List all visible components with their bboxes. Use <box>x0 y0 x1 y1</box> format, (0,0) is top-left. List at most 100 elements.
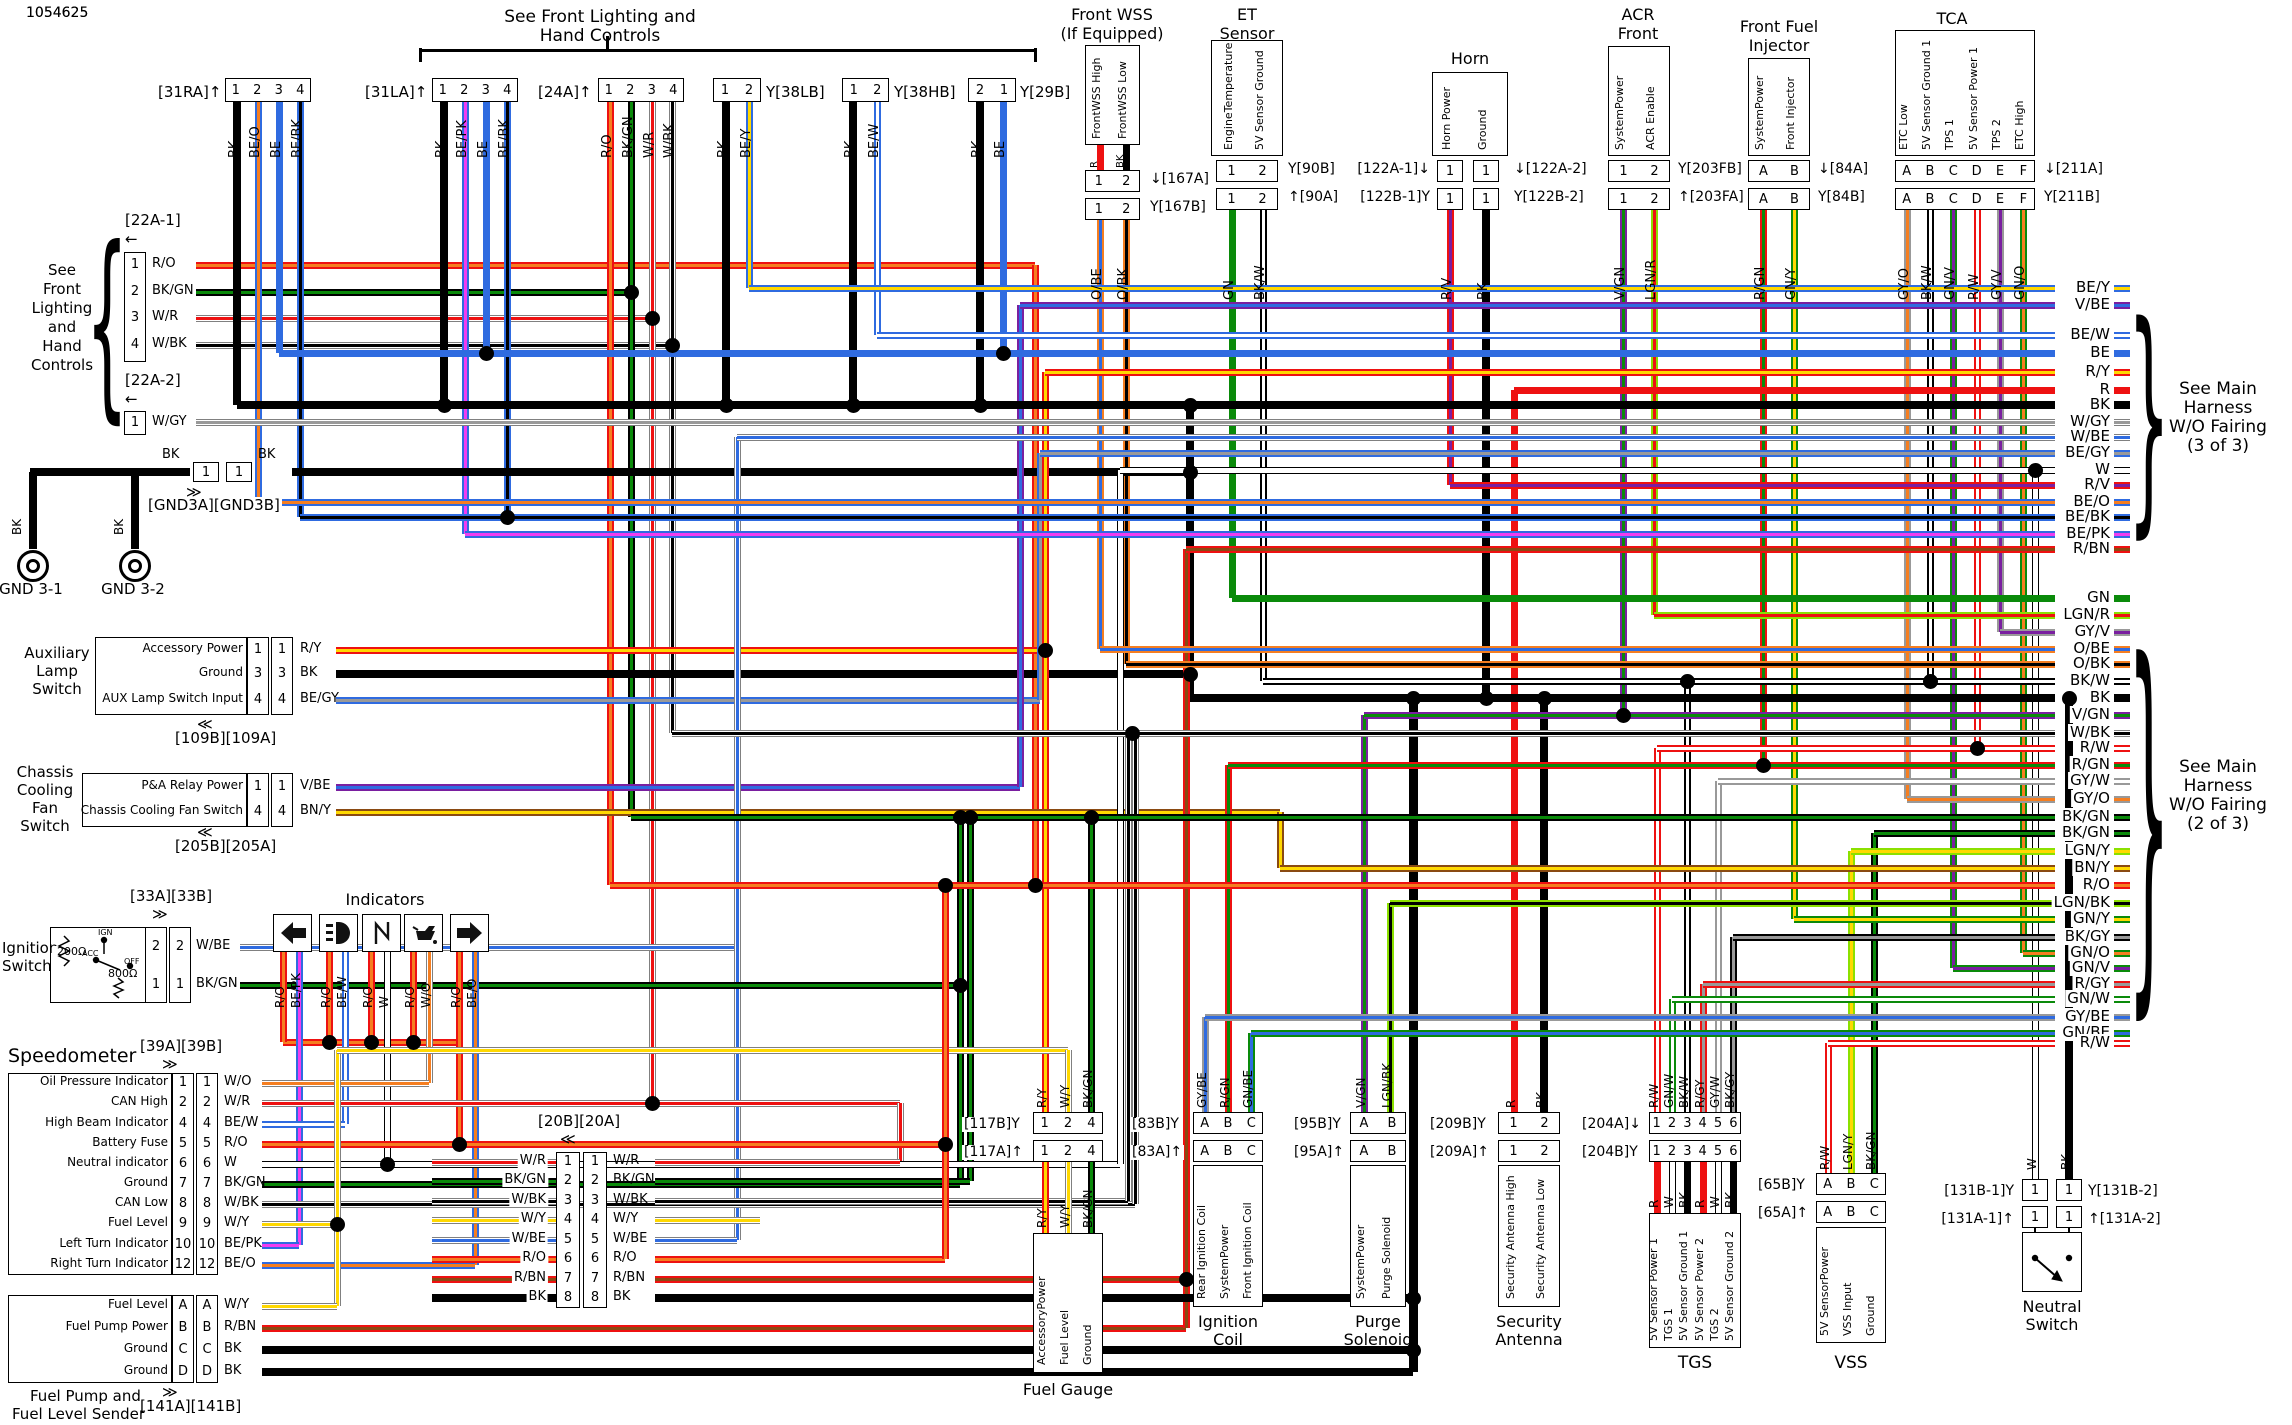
label: Neutral <box>2022 1297 2082 1316</box>
pin-number: 1 <box>1481 163 1491 179</box>
pin-number: 3 <box>1683 1143 1692 1159</box>
label: Chassis <box>16 763 74 781</box>
wire-r-gn <box>1228 761 2055 769</box>
label: [GND3A][GND3B] <box>146 496 282 514</box>
pin-number: 4 <box>253 692 263 707</box>
wire-code-left: BK/GN <box>502 1172 548 1188</box>
wire-be <box>279 349 2055 357</box>
pin-number: E <box>1995 163 2005 179</box>
wire-code-gn-y: GN/Y <box>2070 909 2112 927</box>
label: Y[84B] <box>1816 189 1867 206</box>
label: FrontWSS Low <box>1116 61 1129 139</box>
wire-w-o <box>262 1079 429 1087</box>
wire-w-be <box>655 1236 737 1244</box>
junction-dot <box>952 977 968 993</box>
pin-function-label: AUX Lamp Switch Input <box>102 691 243 705</box>
horn-box <box>1432 72 1508 156</box>
connector-204b <box>1649 1140 1741 1162</box>
wire-o-bk <box>2114 660 2130 668</box>
auxiliary-lamp-switch <box>95 637 247 715</box>
label: Fuel Level Sender <box>12 1405 146 1423</box>
wire-be <box>999 102 1007 353</box>
connector-84b <box>1748 188 1810 210</box>
pin-function-label: Left Turn Indicator <box>59 1236 168 1250</box>
wire-r-o <box>610 881 2055 889</box>
junction-dot <box>1478 690 1494 706</box>
wire-gn-be <box>1247 1033 1255 1112</box>
wire-be-w <box>2114 331 2130 339</box>
label: BK <box>1534 1091 1548 1108</box>
pin-number: 2 <box>1650 191 1659 207</box>
label: [117B]Y <box>962 1116 1022 1133</box>
label: BE/BK <box>497 119 512 158</box>
neutral-icon <box>362 914 401 952</box>
label: ≪ <box>197 823 213 841</box>
front-controls-brace: { <box>86 206 128 443</box>
wire-gn-v <box>2114 964 2130 972</box>
wire-r-o <box>325 950 333 1042</box>
wire-code-o-bk: O/BK <box>2071 654 2112 672</box>
label: [117A]↑ <box>962 1144 1025 1161</box>
pin-number: 4 <box>1087 1115 1096 1131</box>
pin-number: 1 <box>175 977 185 992</box>
wire-code-be-bk: BE/BK <box>2063 507 2112 525</box>
pin-number: 1 <box>438 82 447 98</box>
junction-dot <box>1969 740 1985 756</box>
junction-dot <box>718 397 734 413</box>
wire-code: W/R <box>613 1153 640 1168</box>
pin-number: F <box>2019 163 2028 179</box>
label: BK <box>434 140 449 158</box>
wire-lgn-y <box>2114 847 2130 855</box>
pin-number: D <box>1971 163 1982 179</box>
pin-number: 2 <box>744 82 754 98</box>
label: [131B-1]Y <box>1942 1183 2016 1200</box>
wire-bk-gn <box>2114 829 2130 837</box>
pin-number: D <box>1971 191 1982 207</box>
label: SystemPower <box>1218 1224 1231 1299</box>
pin-number: B <box>1925 191 1935 207</box>
pin-number: 5 <box>563 1232 573 1247</box>
wire-code-gn-o: GN/O <box>2068 943 2112 961</box>
junction-dot <box>1182 464 1198 480</box>
wire-gn-v <box>1953 964 2055 972</box>
label: Ground <box>1864 1295 1877 1336</box>
pin-number: C <box>1948 163 1958 179</box>
wire-bk <box>440 102 448 405</box>
wire-r-o <box>655 1255 945 1263</box>
wire-gn-y <box>1790 210 1798 919</box>
wire-code-be-o: BE/O <box>2071 492 2112 510</box>
wire-be-w <box>873 102 881 335</box>
label: Front Injector <box>1784 77 1797 150</box>
pin-number: A <box>1823 1176 1833 1192</box>
wire-code-r-bn: R/BN <box>2071 539 2112 557</box>
label: BK/GN <box>1081 1189 1095 1228</box>
junction-dot <box>1405 1342 1421 1358</box>
wire-code-r-gn: R/GN <box>2069 755 2112 773</box>
oil-pressure-icon <box>404 914 443 952</box>
label: Front <box>1617 24 1659 43</box>
junction-dot <box>451 1136 467 1152</box>
junction-dot <box>995 345 1011 361</box>
wire-bk-gn <box>1874 829 2055 837</box>
pin-function-label: Neutral indicator <box>67 1155 168 1169</box>
wire-code: W/R <box>152 309 179 324</box>
wire-v-gn <box>1360 715 1368 1112</box>
wire-gy-v <box>2114 628 2130 636</box>
junction-dot <box>623 284 639 300</box>
harness-caption: See Main <box>2179 379 2257 399</box>
wire-bk <box>262 1346 1413 1354</box>
junction-dot <box>499 509 515 525</box>
label: GND 3-2 <box>101 580 165 598</box>
connector-38lb <box>713 78 761 102</box>
label: R/O <box>403 986 417 1008</box>
wire-r-bn <box>432 1275 556 1283</box>
oil-pressure-icon <box>411 926 437 944</box>
pin-number: 1 <box>2030 1209 2040 1225</box>
wire-bk-w <box>1926 210 1934 681</box>
label: Controls <box>30 356 94 374</box>
label: R/V <box>1440 277 1455 300</box>
connector-90b <box>1216 160 1278 182</box>
pin-number: 1 <box>130 415 140 430</box>
wire-bn-y <box>1280 864 2055 872</box>
label: ↑[131A-2] <box>2086 1211 2163 1228</box>
